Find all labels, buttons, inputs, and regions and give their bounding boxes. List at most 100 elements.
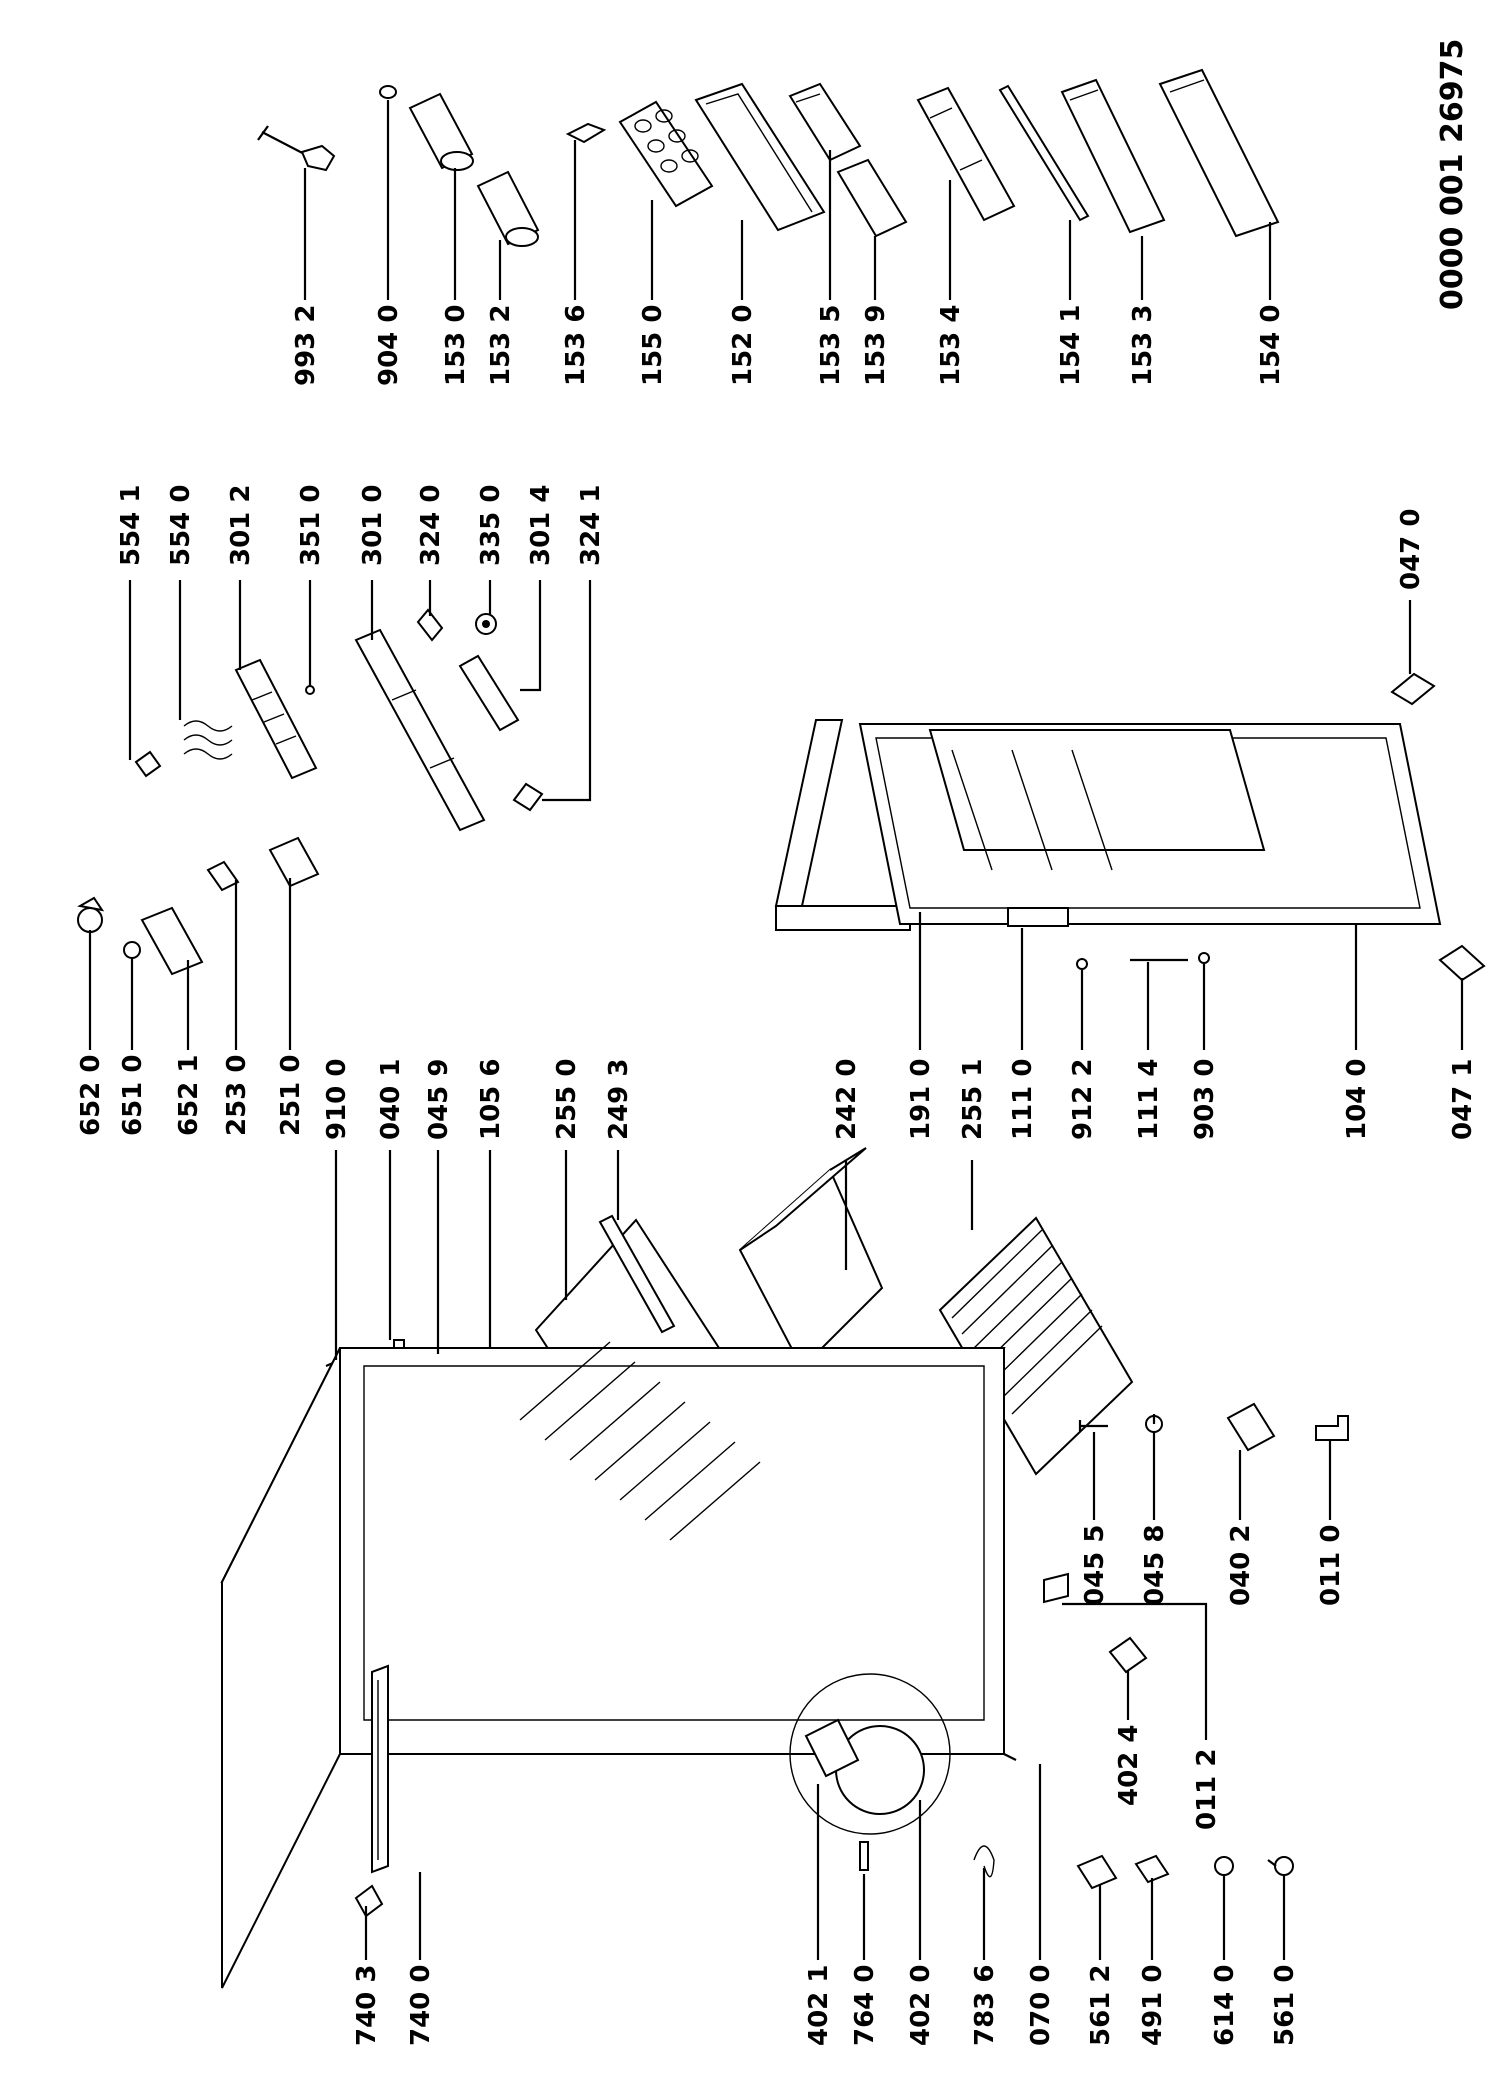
part-153-3-door-rack [1060, 78, 1166, 234]
part-label: 491 0 [1138, 1965, 1168, 2046]
part-740-3-bracket [354, 1884, 384, 1918]
part-045-8-bolt [1145, 1414, 1163, 1433]
part-label: 255 1 [958, 1059, 988, 1140]
part-047-1-hinge-bracket [1438, 944, 1486, 982]
part-324-0-hinge-pin [416, 608, 444, 642]
part-label: 253 0 [222, 1055, 252, 1136]
part-refrigerator-cabinet [220, 1341, 1006, 1989]
part-label: 402 1 [804, 1965, 834, 2046]
part-153-6-clip [565, 122, 607, 144]
part-154-1-bottle-guard [998, 84, 1090, 222]
part-154-0-bottle-rack [1158, 68, 1280, 238]
part-label: 155 0 [638, 305, 668, 386]
part-label: 783 6 [970, 1965, 1000, 2046]
part-label: 402 4 [1114, 1725, 1144, 1806]
part-301-2-control-housing [234, 658, 318, 780]
part-153-9-small-bin [836, 158, 908, 238]
part-153-2-butter-compartment [476, 170, 540, 247]
part-label: 011 0 [1316, 1525, 1346, 1606]
reference-number: 0000 001 26975 [1435, 39, 1470, 310]
part-label: 764 0 [850, 1965, 880, 2046]
part-label: 154 1 [1056, 305, 1086, 386]
part-label: 740 0 [406, 1965, 436, 2046]
part-label: 249 3 [604, 1059, 634, 1140]
part-153-0-butter-compartment [408, 92, 474, 171]
part-153-5-small-bin [788, 82, 862, 162]
part-label: 554 0 [166, 485, 196, 566]
part-491-0-cover [1134, 1854, 1170, 1884]
part-label: 910 0 [322, 1059, 352, 1140]
part-904-0-plug [379, 85, 397, 99]
part-253-0-switch [206, 860, 240, 892]
part-070-0-drain [1003, 1753, 1017, 1761]
part-label: 153 5 [816, 305, 846, 386]
part-label: 993 2 [291, 305, 321, 386]
part-251-0-thermostat [268, 836, 320, 888]
part-301-0-handle-bar [354, 628, 486, 832]
part-label: 614 0 [1210, 1965, 1240, 2046]
part-label: 652 0 [76, 1055, 106, 1136]
part-label: 040 2 [1226, 1525, 1256, 1606]
part-783-6-clip [973, 1845, 995, 1878]
part-614-0-grommet [1214, 1856, 1234, 1876]
part-label: 152 0 [728, 305, 758, 386]
part-label: 740 3 [352, 1965, 382, 2046]
part-label: 111 0 [1008, 1059, 1038, 1140]
part-111-0-handle [1007, 907, 1069, 927]
part-554-1-clip [134, 750, 162, 778]
part-label: 045 8 [1140, 1525, 1170, 1606]
part-label: 301 0 [358, 485, 388, 566]
part-label: 324 0 [416, 485, 446, 566]
part-912-2-screw [1076, 958, 1088, 970]
part-label: 153 9 [861, 305, 891, 386]
part-652-0-lamp [77, 896, 105, 933]
part-label: 301 4 [526, 485, 556, 566]
part-242-0-crisper [738, 1147, 884, 1370]
part-label: 904 0 [374, 305, 404, 386]
part-764-0-tube [859, 1841, 869, 1871]
part-label: 047 1 [1448, 1059, 1478, 1140]
door-liner-shelves [928, 729, 1266, 871]
part-561-2-bracket [1076, 1854, 1118, 1890]
part-335-0-knob [475, 613, 497, 635]
part-152-0-door-rack [694, 82, 826, 232]
part-label: 191 0 [906, 1059, 936, 1140]
part-045-5-pin [1078, 1420, 1108, 1432]
part-191-0-door-gasket [774, 719, 911, 931]
part-label: 154 0 [1256, 305, 1286, 386]
part-label: 153 2 [486, 305, 516, 386]
part-label: 111 4 [1134, 1059, 1164, 1140]
part-155-0-egg-tray [618, 100, 714, 208]
part-label: 045 5 [1080, 1525, 1110, 1606]
part-label: 251 0 [276, 1055, 306, 1136]
part-402-4-relay [1108, 1636, 1148, 1674]
part-label: 651 0 [118, 1055, 148, 1136]
part-label: 153 0 [441, 305, 471, 386]
part-740-0-condenser [371, 1664, 389, 1874]
part-label: 047 0 [1396, 509, 1426, 590]
part-label: 554 1 [116, 485, 146, 566]
part-153-4-door-rack [916, 86, 1016, 222]
part-label: 335 0 [476, 485, 506, 566]
part-label: 242 0 [832, 1059, 862, 1140]
part-label: 153 4 [936, 305, 966, 386]
part-301-4-cover [458, 654, 520, 732]
part-351-0-screw [305, 685, 315, 695]
part-label: 153 3 [1128, 305, 1158, 386]
part-label: 301 2 [226, 485, 256, 566]
part-label: 561 0 [1270, 1965, 1300, 2046]
part-compressor [789, 1673, 951, 1835]
part-040-2-hinge [1226, 1402, 1276, 1452]
part-651-0-bulb [123, 941, 141, 959]
part-903-0-cap [1198, 952, 1210, 964]
part-label: 040 1 [376, 1059, 406, 1140]
part-label: 153 6 [561, 305, 591, 386]
part-993-2-sensor-probe [257, 125, 336, 172]
part-label: 912 2 [1068, 1059, 1098, 1140]
part-label: 903 0 [1190, 1059, 1220, 1140]
part-label: 561 2 [1086, 1965, 1116, 2046]
part-label: 652 1 [174, 1055, 204, 1136]
part-011-0-foot [1315, 1415, 1349, 1441]
part-label: 104 0 [1342, 1059, 1372, 1140]
